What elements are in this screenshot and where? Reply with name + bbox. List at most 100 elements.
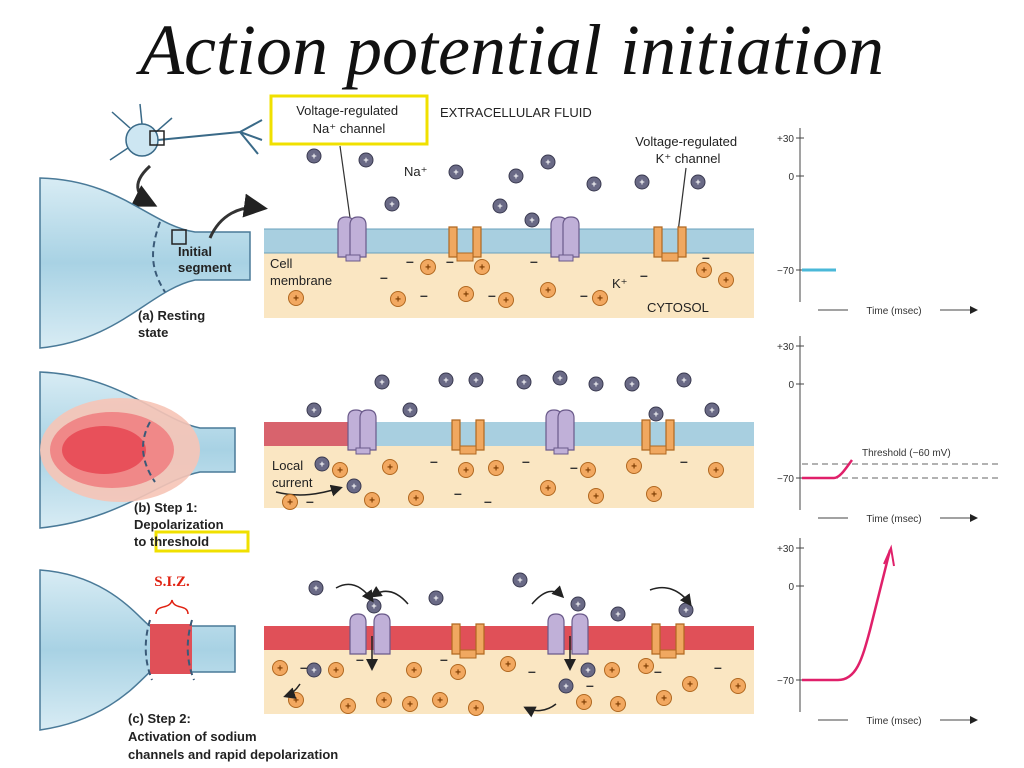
- svg-text:+: +: [277, 664, 283, 675]
- svg-text:+: +: [351, 481, 356, 491]
- potassium-ion: +: [474, 259, 490, 275]
- neuron-icon: [109, 103, 263, 161]
- svg-text:+: +: [581, 698, 587, 709]
- sodium-ion: +: [704, 402, 720, 418]
- svg-text:+: +: [615, 609, 620, 619]
- svg-text:+: +: [661, 694, 667, 705]
- graph-tick-label: −70: [777, 266, 794, 277]
- sodium-ion: +: [492, 198, 508, 214]
- svg-text:+: +: [389, 199, 394, 209]
- potassium-ion: +: [406, 662, 422, 678]
- sodium-ion: +: [524, 212, 540, 228]
- negative-charge: –: [522, 453, 530, 469]
- sodium-ion: +: [580, 662, 596, 678]
- svg-text:+: +: [337, 466, 343, 477]
- sodium-ion: +: [366, 598, 382, 614]
- svg-text:+: +: [287, 498, 293, 509]
- potassium-ion: +: [468, 700, 484, 716]
- svg-text:+: +: [379, 377, 384, 387]
- negative-charge: –: [420, 287, 428, 303]
- na-channel-highlight: [269, 94, 429, 146]
- k-channel: [653, 226, 687, 262]
- sodium-ion: +: [374, 374, 390, 390]
- potassium-ion: +: [718, 272, 734, 288]
- svg-text:+: +: [293, 294, 299, 305]
- svg-text:+: +: [521, 377, 526, 387]
- potassium-ion: +: [580, 462, 596, 478]
- sodium-ion: +: [306, 662, 322, 678]
- potassium-ion: +: [432, 692, 448, 708]
- negative-charge: –: [530, 253, 538, 269]
- graph-tick-label: +30: [777, 544, 794, 555]
- na-channel: [550, 216, 580, 262]
- sodium-ion: +: [508, 168, 524, 184]
- negative-charge: –: [580, 287, 588, 303]
- potassium-ion: +: [458, 286, 474, 302]
- svg-text:+: +: [411, 666, 417, 677]
- svg-text:+: +: [545, 484, 551, 495]
- negative-charge: –: [528, 663, 536, 679]
- svg-text:+: +: [643, 662, 649, 673]
- spike-arrowhead: [883, 544, 895, 567]
- potassium-ion: +: [402, 696, 418, 712]
- potassium-ion: +: [332, 462, 348, 478]
- svg-text:+: +: [629, 379, 634, 389]
- na-ion-label: Na⁺: [404, 164, 427, 179]
- svg-text:+: +: [497, 201, 502, 211]
- svg-text:+: +: [585, 466, 591, 477]
- svg-text:+: +: [593, 379, 598, 389]
- svg-text:+: +: [557, 373, 562, 383]
- sodium-ion: +: [438, 372, 454, 388]
- caption-c: (c) Step 2: Activation of sodium channel…: [128, 711, 338, 762]
- svg-text:+: +: [563, 681, 568, 691]
- sodium-ion: +: [512, 572, 528, 588]
- graph-tick-label: 0: [788, 582, 794, 593]
- na-channel: [347, 409, 377, 455]
- svg-text:+: +: [413, 494, 419, 505]
- negative-charge: –: [640, 267, 648, 283]
- graph-x-label: Time (msec): [866, 306, 921, 317]
- svg-text:+: +: [293, 696, 299, 707]
- na-channel: [547, 613, 589, 655]
- sodium-ion: +: [358, 152, 374, 168]
- siz-label: S.I.Z.: [154, 574, 190, 590]
- potassium-ion: +: [540, 282, 556, 298]
- svg-text:+: +: [615, 700, 621, 711]
- graph-x-label: Time (msec): [866, 716, 921, 727]
- svg-text:+: +: [505, 660, 511, 671]
- svg-text:+: +: [545, 157, 550, 167]
- sodium-ion: +: [610, 606, 626, 622]
- svg-text:+: +: [425, 263, 431, 274]
- potassium-ion: +: [682, 676, 698, 692]
- sodium-ion: +: [586, 176, 602, 192]
- svg-text:+: +: [651, 490, 657, 501]
- svg-text:+: +: [453, 167, 458, 177]
- extracellular-label: EXTRACELLULAR FLUID: [440, 105, 592, 120]
- negative-charge: –: [306, 493, 314, 509]
- potassium-ion: +: [696, 262, 712, 278]
- potassium-ion: +: [282, 494, 298, 510]
- svg-text:+: +: [319, 459, 324, 469]
- potassium-ion: +: [288, 290, 304, 306]
- svg-text:+: +: [433, 593, 438, 603]
- svg-text:+: +: [591, 179, 596, 189]
- potassium-ion: +: [288, 692, 304, 708]
- potassium-ion: +: [328, 662, 344, 678]
- sodium-ion: +: [516, 374, 532, 390]
- sodium-ion: +: [558, 678, 574, 694]
- sodium-ion: +: [402, 402, 418, 418]
- negative-charge: –: [440, 651, 448, 667]
- sodium-ion: +: [570, 596, 586, 612]
- svg-text:+: +: [735, 682, 741, 693]
- graph-tick-label: +30: [777, 342, 794, 353]
- k-channel: [448, 226, 482, 262]
- svg-text:+: +: [311, 151, 316, 161]
- svg-text:+: +: [463, 466, 469, 477]
- sodium-ion: +: [306, 402, 322, 418]
- local-current-label: Local current: [272, 458, 313, 490]
- potassium-ion: +: [376, 692, 392, 708]
- svg-text:+: +: [463, 290, 469, 301]
- sodium-ion: +: [468, 372, 484, 388]
